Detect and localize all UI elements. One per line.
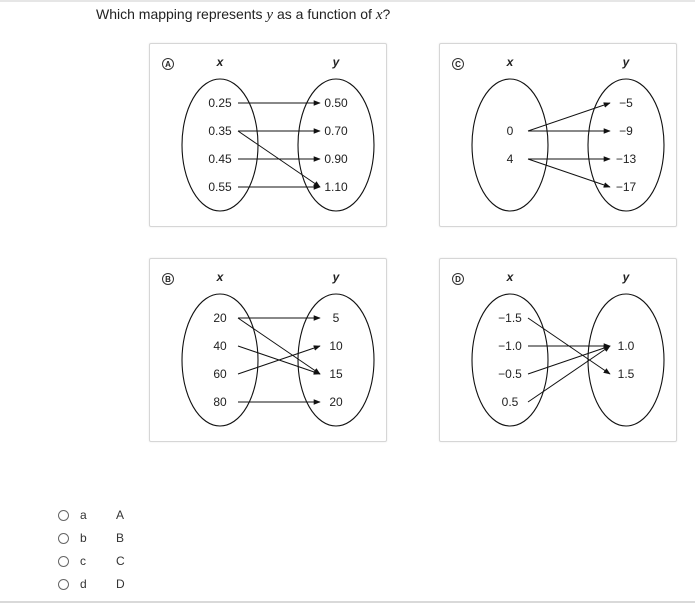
domain-value: 0.55 — [208, 180, 232, 194]
x-header: x — [506, 270, 515, 284]
bottom-divider — [0, 601, 695, 603]
range-ellipse — [587, 78, 665, 212]
option-value: D — [116, 577, 125, 591]
domain-value: −1.0 — [498, 339, 522, 353]
domain-value: 80 — [213, 395, 227, 409]
radio-button-b[interactable] — [58, 532, 69, 544]
question-middle: as a function of — [273, 6, 376, 22]
range-value: 10 — [329, 339, 343, 353]
x-header: x — [216, 270, 225, 284]
answer-option-b[interactable]: b B — [58, 529, 124, 547]
range-value: 1.5 — [618, 367, 635, 381]
range-value: 1.0 — [618, 339, 635, 353]
mapping-arrow — [527, 345, 611, 375]
domain-value: −1.5 — [498, 311, 522, 325]
mapping-arrow — [527, 158, 611, 188]
answer-option-a[interactable]: a A — [58, 506, 124, 524]
radio-button-a[interactable] — [58, 509, 69, 521]
option-badge-circle — [452, 58, 464, 70]
range-value: −9 — [619, 124, 633, 138]
y-header: y — [332, 55, 341, 69]
range-value: 0.70 — [324, 124, 348, 138]
domain-value: 0.35 — [208, 124, 232, 138]
domain-value: 40 — [213, 339, 227, 353]
mapping-arrow — [237, 317, 321, 375]
domain-ellipse — [471, 78, 549, 212]
domain-value: −0.5 — [498, 367, 522, 381]
range-value: −17 — [616, 180, 637, 194]
option-badge-circle — [162, 58, 174, 70]
range-ellipse — [297, 293, 375, 427]
mapping-arrow — [237, 345, 321, 375]
domain-value: 0 — [507, 124, 514, 138]
question-suffix: ? — [382, 6, 391, 22]
option-badge-label: C — [455, 60, 461, 69]
question-var-y: y — [266, 7, 274, 23]
option-letter: a — [80, 508, 87, 522]
radio-button-d[interactable] — [58, 578, 69, 590]
domain-value: 0.5 — [502, 395, 519, 409]
range-ellipse — [587, 293, 665, 427]
option-letter: d — [80, 577, 87, 591]
x-header: x — [216, 55, 225, 69]
range-value: 0.90 — [324, 152, 348, 166]
question-text: Which mapping represents y as a function… — [96, 6, 390, 24]
question-var-x: x — [375, 7, 383, 23]
range-value: 15 — [329, 367, 343, 381]
option-value: C — [116, 554, 125, 568]
option-letter: b — [80, 531, 87, 545]
option-badge-label: D — [455, 275, 461, 284]
domain-value: 0.25 — [208, 96, 232, 110]
range-value: −5 — [619, 96, 633, 110]
option-badge-circle — [162, 273, 174, 285]
domain-ellipse — [181, 293, 259, 427]
answer-option-d[interactable]: d D — [58, 575, 125, 593]
question-prefix: Which mapping represents — [96, 6, 267, 22]
range-value: 0.50 — [324, 96, 348, 110]
range-value: 20 — [329, 395, 343, 409]
radio-button-c[interactable] — [58, 555, 69, 567]
x-header: x — [506, 55, 515, 69]
domain-value: 20 — [213, 311, 227, 325]
y-header: y — [332, 270, 341, 284]
domain-ellipse — [471, 293, 549, 427]
option-value: B — [116, 531, 125, 545]
option-value: A — [116, 508, 125, 522]
range-value: 5 — [333, 311, 340, 325]
option-badge-label: A — [165, 60, 171, 69]
range-value: −13 — [616, 152, 637, 166]
option-badge-circle — [452, 273, 464, 285]
range-value: 1.10 — [324, 180, 348, 194]
top-divider — [0, 0, 695, 2]
mapping-arrow — [527, 102, 611, 132]
domain-value: 0.45 — [208, 152, 232, 166]
domain-value: 4 — [507, 152, 514, 166]
mapping-arrow — [527, 345, 611, 403]
domain-value: 60 — [213, 367, 227, 381]
answer-option-c[interactable]: c C — [58, 552, 125, 570]
range-ellipse — [297, 78, 375, 212]
option-badge-label: B — [165, 275, 171, 284]
option-letter: c — [80, 554, 86, 568]
y-header: y — [622, 270, 631, 284]
y-header: y — [622, 55, 631, 69]
